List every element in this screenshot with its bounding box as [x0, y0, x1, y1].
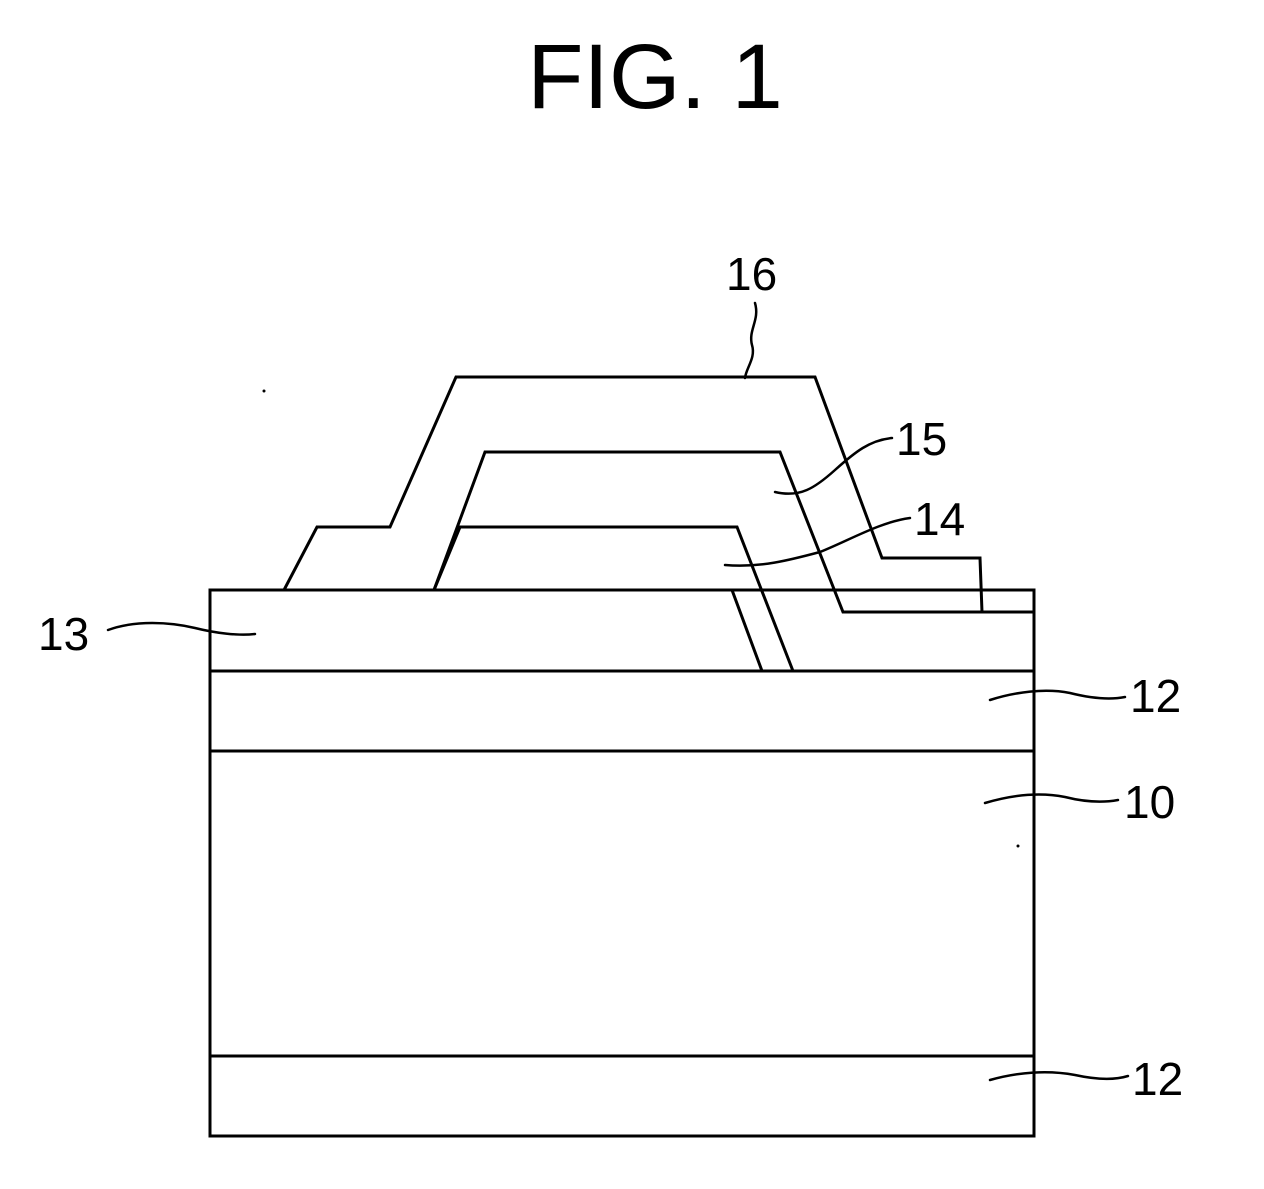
- leader-10: [985, 795, 1118, 803]
- leader-13: [108, 623, 255, 635]
- label-16: 16: [726, 248, 777, 300]
- layer-16-outline: [284, 377, 982, 612]
- figure-title: FIG. 1: [527, 26, 783, 128]
- label-12-bottom: 12: [1132, 1053, 1183, 1105]
- leader-16: [745, 303, 756, 378]
- label-13: 13: [38, 608, 89, 660]
- leader-12-top: [990, 691, 1125, 700]
- label-12-top: 12: [1130, 670, 1181, 722]
- label-15: 15: [896, 413, 947, 465]
- leader-12-bottom: [990, 1072, 1128, 1080]
- scan-speck: [1017, 845, 1020, 848]
- label-14: 14: [914, 493, 965, 545]
- layer-14-outline: [434, 527, 793, 671]
- layer-13-step-outline: [210, 590, 762, 671]
- scan-speck: [263, 390, 266, 393]
- label-10: 10: [1124, 776, 1175, 828]
